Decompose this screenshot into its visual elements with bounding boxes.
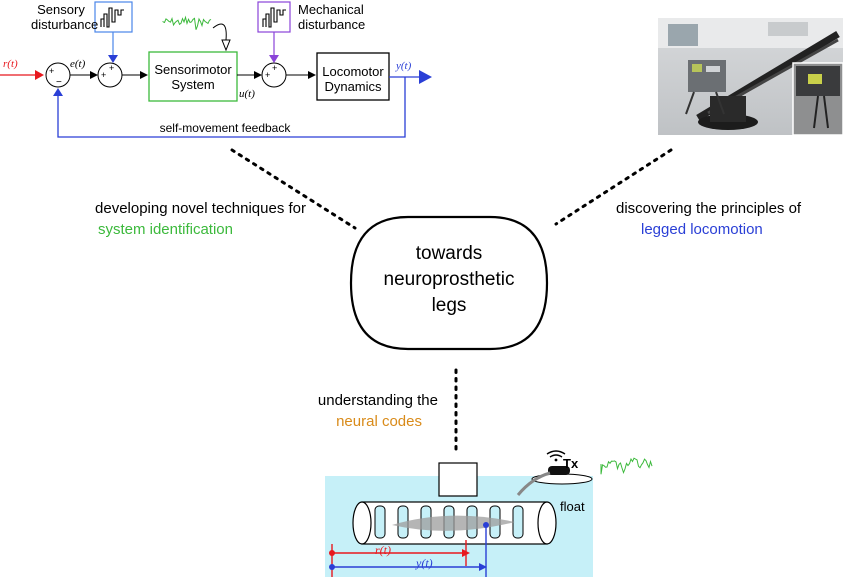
r-signal-label: r(t): [3, 58, 18, 70]
y-signal-label: y(t): [396, 60, 412, 72]
connector-right: [554, 148, 673, 226]
sensorimotor-label: Sensorimotor System: [154, 62, 232, 92]
plus-sign-4: +: [265, 70, 271, 80]
theme-bottom: understanding the neural codes: [270, 390, 438, 432]
wifi-icon: [546, 450, 566, 462]
sensory-disturbance-label: Sensory disturbance: [31, 2, 99, 32]
neural-trace-bottom: [600, 457, 653, 475]
center-title: towards neuroprosthetic legs: [383, 243, 515, 316]
plus-sign-3: +: [109, 63, 115, 73]
transmitter-icon: [548, 466, 570, 475]
electrode-icon: [221, 39, 231, 52]
float-label: float: [560, 499, 585, 514]
block-diagram: [0, 1, 432, 138]
tank-r-label: r(t): [375, 543, 391, 557]
robot-photo: [658, 18, 843, 135]
neural-trace-top: [162, 15, 212, 30]
e-signal-label: e(t): [70, 58, 86, 70]
plus-sign-2: +: [101, 70, 107, 80]
u-signal-label: u(t): [239, 88, 255, 100]
center-bubble: [349, 215, 549, 351]
plus-sign-5: +: [272, 63, 278, 73]
feedback-label: self-movement feedback: [159, 121, 291, 135]
theme-right-highlight: legged locomotion: [641, 221, 763, 238]
tank-illustration: [325, 450, 653, 577]
mechanical-step-signal: [262, 7, 286, 28]
tx-label: Tx: [563, 456, 579, 471]
mechanical-disturbance-label: Mechanical disturbance: [298, 2, 366, 32]
mount-post: [438, 462, 478, 497]
plus-sign-1: +: [49, 66, 55, 76]
theme-right: discovering the principles of legged loc…: [616, 198, 843, 240]
connector-left: [230, 148, 357, 230]
theme-left: developing novel techniques for system i…: [0, 198, 306, 240]
sensory-step-signal: [100, 7, 124, 28]
transmitter-wire: [516, 471, 551, 496]
feedback-loop: [57, 77, 406, 138]
theme-left-highlight: system identification: [97, 221, 233, 238]
locomotor-label: Locomotor Dynamics: [322, 64, 384, 94]
tank-y-label: y(t): [416, 556, 433, 570]
sensory-disturbance-box: [94, 1, 133, 33]
sensorimotor-box: [148, 51, 238, 102]
theme-bottom-highlight: neural codes: [336, 413, 422, 430]
minus-sign-1: −: [56, 77, 62, 88]
r-arrow-head: [35, 70, 44, 80]
locomotor-box: [316, 52, 390, 101]
